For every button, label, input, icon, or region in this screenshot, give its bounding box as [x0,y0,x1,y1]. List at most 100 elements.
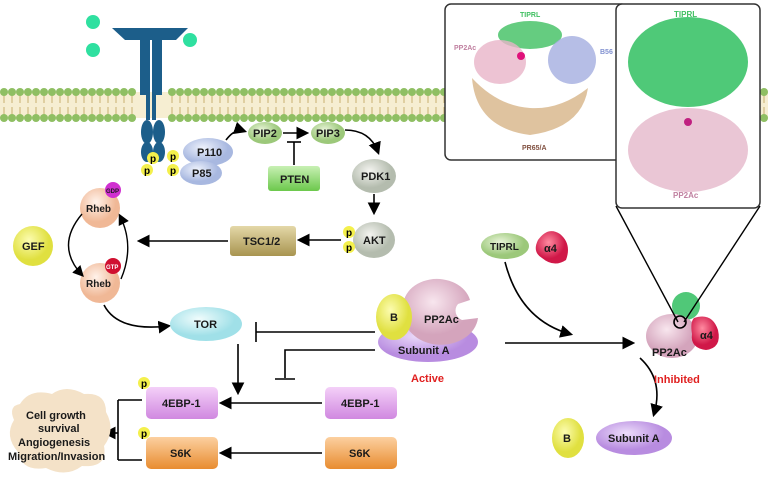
arrow-p110-pip2 [225,121,248,141]
p-label: p [346,228,352,239]
lipid-head [168,114,176,122]
lipid-head [416,88,424,96]
lipid-head [64,114,72,122]
pten-label: PTEN [280,174,309,186]
lipid-head [96,88,104,96]
pip2-label: PIP2 [253,128,277,140]
structure-inset-right: TIPRL PP2Ac [615,3,761,209]
lipid-head [128,114,136,122]
lipid-head [264,114,272,122]
inset-left-b56: B56 [600,49,613,56]
lipid-head [224,88,232,96]
lipid-head [104,88,112,96]
lipid-head [8,88,16,96]
lipid-head [264,88,272,96]
gdp-badge [105,182,121,198]
ebp-right-node [325,387,397,419]
p110-label: P110 [197,147,222,159]
lipid-head [384,114,392,122]
s6k-left-node [146,437,218,469]
gtp-label: GTP [106,265,118,271]
p-label: p [170,152,176,163]
s6k-right-label: S6K [349,448,370,460]
arrow-release [639,357,663,418]
lipid-head [240,88,248,96]
lipid-head [40,88,48,96]
lipid-head [280,114,288,122]
lipid-head [120,88,128,96]
lipid-head [32,88,40,96]
rheb-gdp-node [80,188,120,228]
lipid-head [384,88,392,96]
lipid-head [40,114,48,122]
tor-node [170,307,242,341]
released-a-label: Subunit A [608,433,660,445]
pp2a-inhibits-phospho [284,349,375,378]
lipid-head [352,114,360,122]
arrow-rheb-activate [67,213,84,278]
lipid-head [320,88,328,96]
lipid-head [368,114,376,122]
lipid-head [176,114,184,122]
tsc-node [230,226,296,256]
akt-phospho [343,241,355,253]
lipid-head [112,114,120,122]
lipid-head [16,88,24,96]
gef-node [13,226,53,266]
alpha4-bound-label: α4 [700,330,714,342]
arrow-rheb-tor [103,304,172,334]
tiprl-label: TIPRL [490,242,519,253]
alpha4-node [535,231,568,264]
lipid-head [120,114,128,122]
lipid-head [256,88,264,96]
structure-inset-left: TIPRL PP2Ac B56 PR65/A [444,3,628,161]
lipid-head [24,114,32,122]
inhibited-status: Inhibited [654,374,700,386]
p-label: p [150,154,156,165]
lipid-head [232,114,240,122]
inset-right-pp2ac: PP2Ac [673,191,699,200]
pp2ac-node [403,278,478,345]
inset-left-pr65: PR65/A [522,145,547,152]
zoom-line-left [615,205,679,323]
lipid-head [760,114,768,122]
lipid-head [80,88,88,96]
p-label: p [144,166,150,177]
subunit-a-label: Subunit A [398,345,450,357]
lipid-head [400,114,408,122]
lipid-head [232,88,240,96]
lipid-head [248,88,256,96]
lipid-head [344,88,352,96]
outcome-text: survival [38,423,80,435]
pp2a-inhibited-complex: α4 PP2Ac [646,292,719,359]
lipid-head [336,114,344,122]
lipid-head [336,88,344,96]
lipid-head [432,88,440,96]
akt-phospho [343,226,355,238]
tiprl-bound [672,292,700,320]
p-label: p [170,166,176,177]
inset-left-tiprl: TIPRL [520,12,541,19]
lipid-head [320,114,328,122]
lipid-head [288,114,296,122]
akt-label: AKT [363,235,386,247]
rheb-label: Rheb [86,204,111,215]
arrow-pip3-pdk1 [344,129,381,156]
lipid-head [416,114,424,122]
lipid-head [312,114,320,122]
lipid-head [408,114,416,122]
s6k-phospho [138,427,150,439]
active-status: Active [411,373,444,385]
pip3-node [311,122,345,144]
lipid-head [24,88,32,96]
lipid-head [192,114,200,122]
lipid-head [248,114,256,122]
lipid-head [192,88,200,96]
outcome-bracket [102,399,142,461]
lipid-head [176,88,184,96]
inset-right-tiprl: TIPRL [674,10,697,19]
lipid-head [376,114,384,122]
lipid-head [296,88,304,96]
lipid-head [216,88,224,96]
p-label: p [141,379,147,390]
